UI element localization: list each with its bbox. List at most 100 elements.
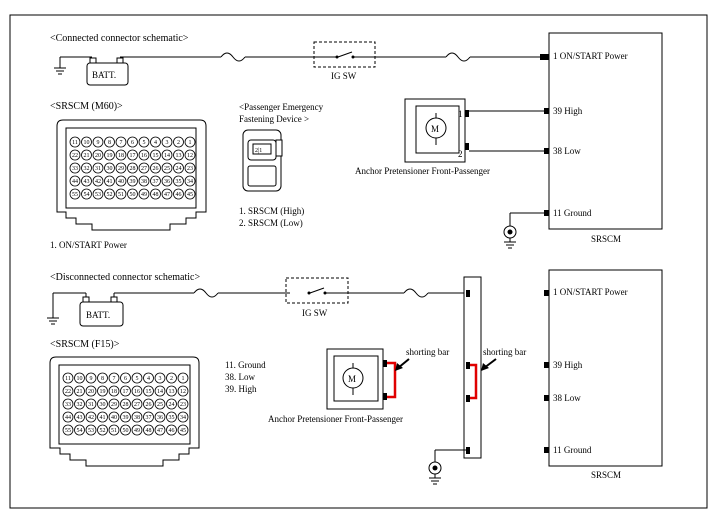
bottom-fuse-2-icon [403, 288, 429, 298]
bottom-connector-pin-label-11: 11 [65, 376, 71, 382]
top-connector-pin-label-23: 23 [187, 166, 193, 172]
top-connector-pin-44 [69, 175, 81, 187]
top-connector-pin-50 [127, 188, 138, 200]
bottom-connector-pin-label-15: 15 [146, 389, 152, 395]
top-srscm-connector-title: <SRSCM (M60)> [50, 101, 123, 112]
bottom-connector-pin-label-29: 29 [111, 402, 117, 408]
bottom-connector-pin-10 [74, 372, 85, 384]
top-connector-pin-36 [161, 175, 173, 187]
bottom-connector-pin-label-37: 37 [146, 415, 152, 421]
top-connector-pin-32 [81, 162, 92, 174]
bottom-connector-pin-label-6: 6 [124, 376, 127, 382]
bottom-connector-pin-label-7: 7 [113, 376, 116, 382]
bottom-connector-pin-label-38: 38 [134, 415, 140, 421]
bottom-connector-pin-13 [166, 385, 177, 397]
top-connector-pin-34 [184, 175, 196, 187]
top-battery: BATT. [86, 57, 129, 86]
device-pin-1: 1. SRSCM (High) [239, 206, 304, 216]
bottom-connector-pin-6 [120, 372, 131, 384]
bottom-connector-pin-39 [120, 411, 131, 423]
bottom-connector-pin-label-26: 26 [146, 402, 152, 408]
top-connector-pin-label-25: 25 [164, 166, 170, 172]
top-connector-pin-label-7: 7 [120, 140, 123, 146]
bottom-connector-pin-label-4: 4 [147, 376, 150, 382]
top-connector-pin-label-6: 6 [131, 140, 134, 146]
bottom-connector-pin-2 [166, 372, 177, 384]
top-connector-pin-30 [104, 162, 115, 174]
bottom-module-name: SRSCM [591, 470, 621, 480]
bottom-connector-pin-label-25: 25 [157, 402, 163, 408]
top-connector-pin-label-10: 10 [84, 140, 90, 146]
bottom-connector-pin-label-42: 42 [88, 415, 94, 421]
top-connector-pin-label-3: 3 [166, 140, 169, 146]
top-connector-pin-label-22: 22 [72, 153, 78, 159]
bottom-connector-pin-7 [108, 372, 120, 384]
bottom-connector-pin-25 [154, 398, 166, 410]
bottom-connector-pin-label-23: 23 [180, 402, 186, 408]
top-connector-pin-49 [138, 188, 150, 200]
bottom-connector-pin-label-55: 55 [65, 428, 71, 434]
bottom-connector-pin-12 [177, 385, 189, 397]
top-connector-pin-label-35: 35 [176, 179, 182, 185]
bottom-connector-pin-label-10: 10 [77, 376, 83, 382]
bottom-ig-switch-box [285, 277, 349, 304]
bottom-disconnected-connector [463, 276, 482, 459]
top-connector-pin-label-21: 21 [84, 153, 90, 159]
bottom-connector-pin-24 [166, 398, 177, 410]
top-connector-pin-52 [104, 188, 115, 200]
top-connector-pin-label-34: 34 [187, 179, 193, 185]
top-connector-pin-28 [127, 162, 138, 174]
top-connector-pin-label-11: 11 [72, 140, 78, 146]
bottom-title: <Disconnected connector schematic> [50, 272, 200, 283]
top-connector-pin-48 [150, 188, 161, 200]
shorting-bar-right-arrow-icon [481, 358, 497, 371]
bottom-connector-pin-label-24: 24 [169, 402, 175, 408]
bottom-connector-pin-label-8: 8 [101, 376, 104, 382]
bottom-connector-pin-label-52: 52 [100, 428, 106, 434]
bottom-connector-pin-label-50: 50 [123, 428, 129, 434]
top-connector-pin-10 [81, 136, 92, 148]
top-connector-pin-label-39: 39 [130, 179, 136, 185]
top-module-name: SRSCM [591, 234, 621, 244]
top-connector-pin-label-32: 32 [84, 166, 90, 172]
bottom-connector-pin-label-44: 44 [65, 415, 71, 421]
top-connector-pin-label-30: 30 [107, 166, 113, 172]
bottom-connector-pin-47 [154, 424, 166, 436]
top-connector-pin-label-14: 14 [164, 153, 170, 159]
bottom-connector-pin-label-41: 41 [100, 415, 106, 421]
top-connector-pin-25 [161, 162, 173, 174]
bottom-module-pin-39: 39 High [553, 360, 583, 370]
bottom-connector-pin-label-45: 45 [180, 428, 186, 434]
top-connector-pin-label-17: 17 [130, 153, 136, 159]
bottom-connector-pin-36 [154, 411, 166, 423]
bottom-connector-pin-17 [120, 385, 131, 397]
top-connector-pin-label-28: 28 [130, 166, 136, 172]
top-motor-label: M [431, 124, 439, 134]
bottom-connector-pin-1 [177, 372, 189, 384]
bottom-connector-pin-53 [85, 424, 97, 436]
bottom-connector-pin-label-9: 9 [90, 376, 93, 382]
bottom-connector-pin-42 [85, 411, 97, 423]
top-connector-pin-label-27: 27 [141, 166, 147, 172]
top-connector-pin-31 [92, 162, 104, 174]
bottom-connector-pin-label-36: 36 [157, 415, 163, 421]
top-connector-pin-20 [92, 149, 104, 161]
bottom-connector-pin-48 [143, 424, 154, 436]
top-connector-pin-label-38: 38 [141, 179, 147, 185]
bottom-connector-pin-31 [85, 398, 97, 410]
top-connector-pin-label-53: 53 [95, 192, 101, 198]
bottom-connector-pin-label-34: 34 [180, 415, 186, 421]
bottom-connector-pin-label-43: 43 [77, 415, 83, 421]
bottom-connector-pin-label-14: 14 [157, 389, 163, 395]
device-pin-2: 2. SRSCM (Low) [239, 218, 303, 228]
top-connector-pin-14 [161, 149, 173, 161]
top-connector-pin-label-49: 49 [141, 192, 147, 198]
top-connector-pin-label-4: 4 [154, 140, 157, 146]
shorting-bar-label-right: shorting bar [483, 347, 526, 357]
bottom-connector-pin-label-48: 48 [146, 428, 152, 434]
top-connector-pin-35 [173, 175, 184, 187]
top-connector-pin-43 [81, 175, 92, 187]
top-connector-pin-13 [173, 149, 184, 161]
bottom-connector-pin-8 [97, 372, 108, 384]
